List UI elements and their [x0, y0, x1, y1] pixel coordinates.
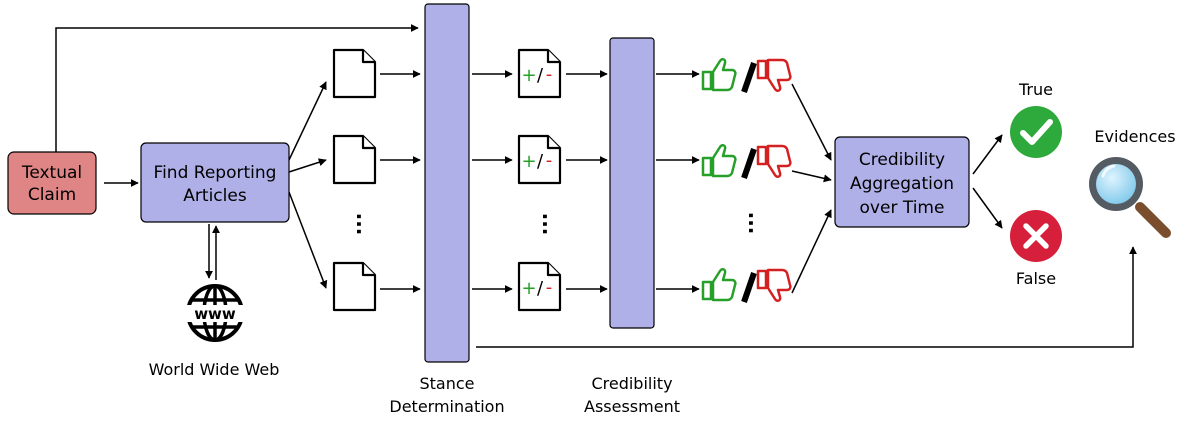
claim-label-line-2: Claim: [28, 185, 76, 205]
evidences-node: Evidences: [1089, 127, 1176, 238]
document-icon: [332, 48, 377, 99]
thumbs-down-icon: [756, 144, 792, 178]
credibility-assessment-node: Credibility Assessment: [584, 37, 680, 416]
votes-ellipsis: ···: [739, 212, 763, 235]
web-label: World Wide Web: [149, 360, 280, 379]
article-documents: ···: [332, 48, 377, 312]
arrow-agg-to-true: [972, 134, 1003, 175]
vote-column: ···: [701, 58, 792, 303]
stance-docs-ellipsis: ···: [533, 213, 557, 236]
verdict-false: False: [1010, 210, 1062, 288]
arrow-vote-1-to-agg: [791, 83, 832, 161]
thumbs-up-icon: [701, 268, 737, 302]
arrow-claim-to-stance: [55, 24, 419, 152]
arrow-find-to-doc-2: [288, 158, 327, 173]
thumbs-up-icon: [701, 144, 737, 178]
arrow-agg-to-false: [972, 187, 1003, 229]
world-wide-web-node: www World Wide Web: [149, 284, 280, 379]
credibility-bar: [609, 37, 655, 329]
aggregation-label-line-3: over Time: [860, 198, 945, 218]
minus-sign: -: [546, 277, 553, 298]
vote-separator: [741, 62, 757, 93]
textual-claim-node: Textual Claim: [7, 151, 97, 215]
arrow-find-to-doc-1: [288, 81, 327, 161]
plus-sign: +: [521, 151, 536, 172]
find-articles-node: Find Reporting Articles: [140, 142, 290, 223]
stance-document-icon: + / -: [517, 134, 562, 185]
plus-sign: +: [521, 65, 536, 86]
stance-determination-node: Stance Determination: [389, 3, 505, 416]
find-articles-box: [140, 142, 290, 223]
arrow-find-to-doc-3: [288, 191, 328, 289]
aggregation-label-line-1: Credibility: [859, 150, 945, 170]
globe-www-text: www: [194, 305, 236, 323]
claim-label-line-1: Textual: [21, 163, 82, 183]
slash-sign: /: [537, 278, 544, 299]
thumbs-down-icon: [756, 58, 792, 92]
evidences-label: Evidences: [1094, 127, 1175, 146]
find-label-line-2: Articles: [183, 186, 247, 206]
stance-document-icon: + / -: [517, 261, 562, 312]
arrow-stance-to-evidences: [476, 246, 1137, 348]
aggregation-box: [834, 136, 970, 228]
document-icon: [332, 134, 377, 185]
verdict-true: True: [1010, 80, 1062, 158]
arrow-vote-3-to-agg: [791, 209, 832, 294]
vote-pair: [701, 58, 792, 93]
vote-separator: [741, 272, 757, 303]
stance-document-icon: + / -: [517, 48, 562, 99]
magnifier-icon: [1089, 157, 1171, 238]
claim-box: [7, 151, 97, 215]
thumbs-up-icon: [701, 58, 737, 92]
credibility-label-line-1: Credibility: [591, 374, 672, 393]
vote-pair: [701, 144, 792, 179]
globe-icon: www: [182, 284, 248, 342]
document-icon: [332, 261, 377, 312]
stance-documents: + / - + / - + / - ···: [517, 48, 562, 312]
minus-sign: -: [546, 64, 553, 85]
true-label: True: [1018, 80, 1053, 99]
check-icon: [1010, 106, 1062, 158]
articles-ellipsis: ···: [347, 213, 371, 236]
slash-sign: /: [537, 65, 544, 86]
find-label-line-1: Find Reporting: [154, 163, 277, 183]
stance-label-line-2: Determination: [389, 397, 504, 416]
aggregation-node: Credibility Aggregation over Time: [834, 136, 970, 228]
arrow-vote-2-to-agg: [791, 170, 832, 183]
slash-sign: /: [537, 151, 544, 172]
false-label: False: [1016, 269, 1056, 288]
credibility-label-line-2: Assessment: [584, 397, 680, 416]
aggregation-label-line-2: Aggregation: [850, 174, 954, 194]
vote-pair: [701, 268, 792, 303]
thumbs-down-icon: [756, 268, 792, 302]
stance-bar: [424, 3, 470, 363]
plus-sign: +: [521, 278, 536, 299]
connector-arrows: [55, 24, 1137, 348]
cross-icon: [1010, 210, 1062, 262]
vote-separator: [741, 148, 757, 179]
stance-label-line-1: Stance: [419, 374, 474, 393]
minus-sign: -: [546, 150, 553, 171]
